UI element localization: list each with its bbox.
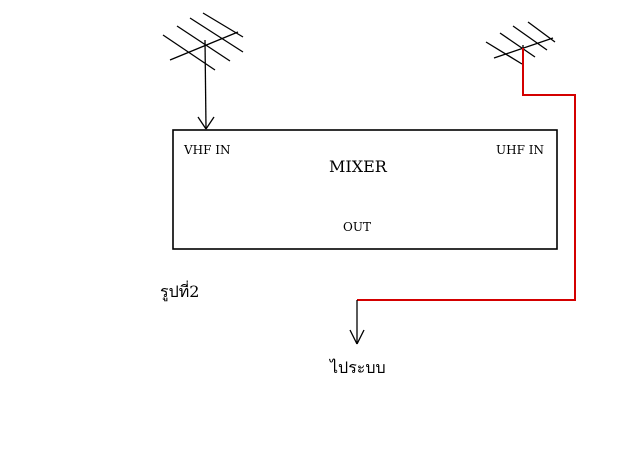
uhf-cable-line <box>357 48 576 301</box>
figure-caption: รูปที่2 <box>160 282 200 301</box>
uhf-antenna-icon <box>485 21 556 65</box>
vhf-antenna-icon <box>162 12 244 129</box>
arrow-down-icon <box>349 329 365 345</box>
vhf-in-label: VHF IN <box>184 143 231 157</box>
out-label: OUT <box>343 220 371 234</box>
uhf-in-label: UHF IN <box>496 143 544 157</box>
mixer-label: MIXER <box>329 157 387 176</box>
vhf-arrow-icon <box>197 116 215 130</box>
mixer-box <box>172 129 558 250</box>
output-caption: ไประบบ <box>330 358 386 377</box>
